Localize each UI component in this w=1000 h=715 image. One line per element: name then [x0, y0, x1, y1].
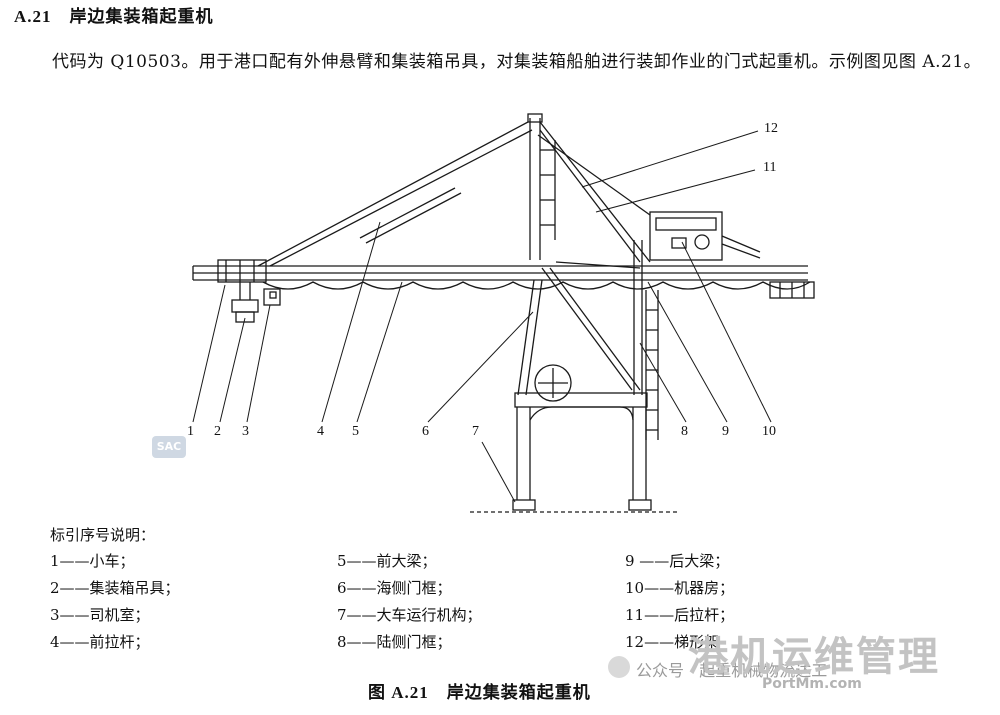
- callout-2: 2: [214, 424, 221, 439]
- description-paragraph: 代码为 Q10503。用于港口配有外伸悬臂和集装箱吊具，对集装箱船舶进行装卸作业…: [52, 52, 982, 72]
- legend-item: 10——机器房；: [625, 579, 735, 597]
- callout-5: 5: [352, 424, 359, 439]
- legend-item: 7——大车运行机构；: [337, 606, 482, 624]
- callout-9: 9: [722, 424, 729, 439]
- callout-3: 3: [242, 424, 249, 439]
- caption-number: 图 A.21: [368, 683, 429, 702]
- legend-item: 4——前拉杆；: [50, 633, 150, 651]
- watermark-brand: 港机运维管理: [688, 634, 940, 680]
- callout-6: 6: [422, 424, 429, 439]
- callout-4: 4: [317, 424, 324, 439]
- callout-1: 1: [187, 424, 194, 439]
- section-number: A.21: [14, 7, 52, 26]
- legend-item: 12——梯形架: [625, 633, 720, 651]
- wechat-icon: [608, 656, 630, 678]
- section-heading: A.21 岸边集装箱起重机: [14, 2, 214, 27]
- section-title: 岸边集装箱起重机: [69, 7, 214, 27]
- callout-7: 7: [472, 424, 479, 439]
- legend-item: 11——后拉杆；: [625, 606, 735, 624]
- legend-item: 9 ——后大梁；: [625, 552, 730, 570]
- legend-item: 3——司机室；: [50, 606, 150, 624]
- legend-item: 1——小车；: [50, 552, 135, 570]
- figure-caption: 图 A.21 岸边集装箱起重机: [368, 678, 591, 703]
- legend-title: 标引序号说明：: [50, 526, 156, 544]
- callout-11: 11: [763, 160, 777, 175]
- sac-stamp: SAC: [152, 436, 186, 458]
- legend-item: 6——海侧门框；: [337, 579, 452, 597]
- caption-title: 岸边集装箱起重机: [446, 683, 591, 703]
- legend-item: 5——前大梁；: [337, 552, 437, 570]
- callout-8: 8: [681, 424, 688, 439]
- callout-10: 10: [762, 424, 776, 439]
- legend-item: 2——集装箱吊具；: [50, 579, 180, 597]
- legend-item: 8——陆侧门框；: [337, 633, 452, 651]
- watermark-account: 公众号 · 起重机械物流达工: [636, 661, 828, 680]
- callout-12: 12: [764, 121, 778, 136]
- watermark-url: PortMm.com: [762, 676, 862, 692]
